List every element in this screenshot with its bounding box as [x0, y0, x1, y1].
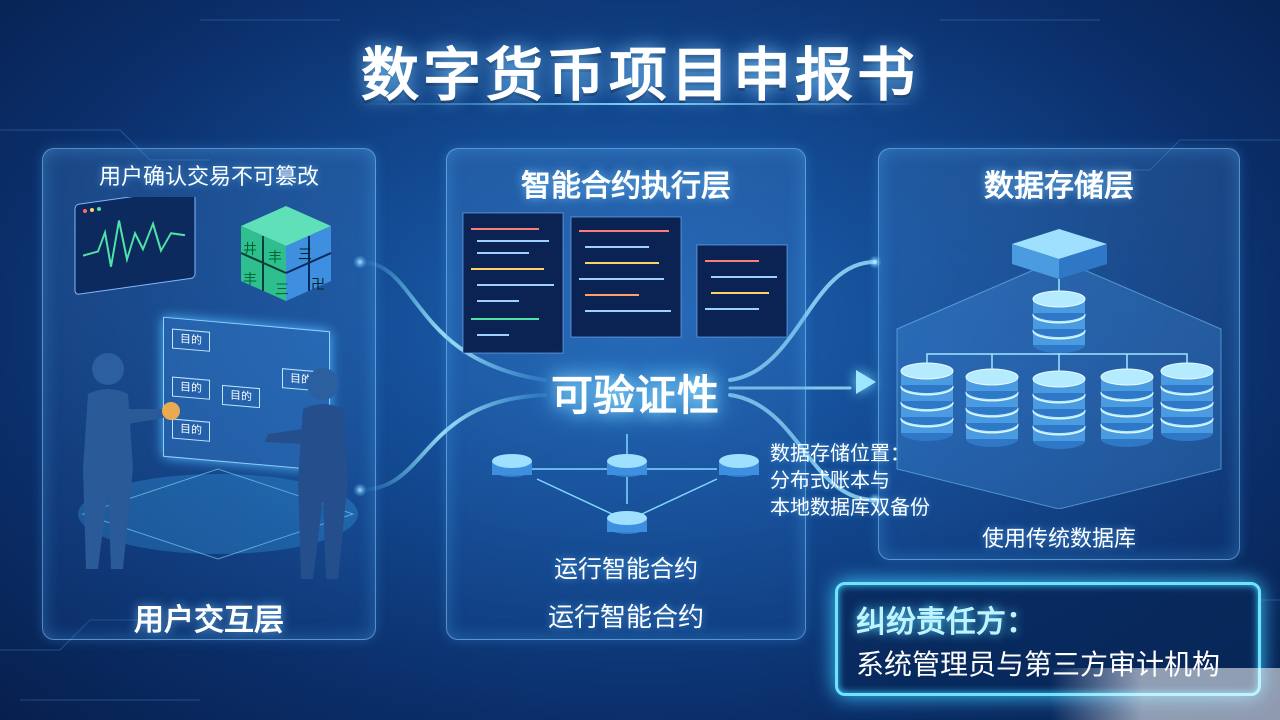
title-underline	[360, 103, 920, 105]
cube-glyph: 丰	[243, 272, 257, 288]
database-stack-icon	[1032, 370, 1086, 449]
database-stack-icon	[900, 362, 954, 441]
code-windows	[462, 212, 788, 354]
cube-glyph: 井	[243, 242, 257, 258]
dispute-title: 纠纷责任方：	[856, 605, 1036, 640]
cube-glyph: 丰	[268, 250, 282, 266]
contract-node-network	[492, 434, 759, 534]
contract-layer-title: 智能合约执行层	[521, 169, 731, 204]
storage-note-line: 数据存储位置：	[770, 441, 910, 465]
page-title: 数字货币项目申报书	[360, 41, 919, 109]
user-layer-panel: 用户确认交易不可篡改 井 丰 三 丰 三 卍 目的 目的 目的 目的 目的 用户…	[42, 148, 376, 640]
user-layer-title: 用户交互层	[134, 603, 284, 638]
arrow-right-icon	[856, 370, 876, 394]
cube-glyph: 三	[275, 282, 289, 298]
database-stack-icon	[965, 368, 1019, 447]
database-stack-icon	[1100, 368, 1154, 447]
cube-glyph: 三	[298, 247, 312, 263]
database-cluster	[896, 229, 1222, 509]
storage-note-line: 本地数据库双备份	[770, 495, 930, 519]
storage-layer-title: 数据存储层	[984, 169, 1134, 204]
database-stack-icon	[1032, 290, 1086, 353]
contract-layer-panel: 智能合约执行层 运行智能合约 运行智能合约	[446, 148, 806, 640]
cube-glyph: 卍	[311, 277, 325, 293]
database-stack-icon	[1160, 362, 1214, 441]
storage-layer-panel: 数据存储层 使用传统数据库	[878, 148, 1240, 560]
waveform-monitor-icon	[74, 197, 196, 295]
watermark-overlay	[1050, 668, 1280, 720]
storage-location-note: 数据存储位置： 分布式账本与 本地数据库双备份	[770, 440, 930, 521]
people-illustration	[78, 353, 358, 579]
storage-bottom-label: 使用传统数据库	[981, 527, 1136, 552]
storage-note-line: 分布式账本与	[770, 468, 890, 492]
hash-cube-icon	[240, 206, 332, 301]
user-top-text: 用户确认交易不可篡改	[98, 165, 319, 190]
contract-label-2: 运行智能合约	[547, 603, 704, 633]
verifiability-label: 可验证性	[550, 371, 719, 420]
contract-label-1: 运行智能合约	[554, 555, 698, 583]
